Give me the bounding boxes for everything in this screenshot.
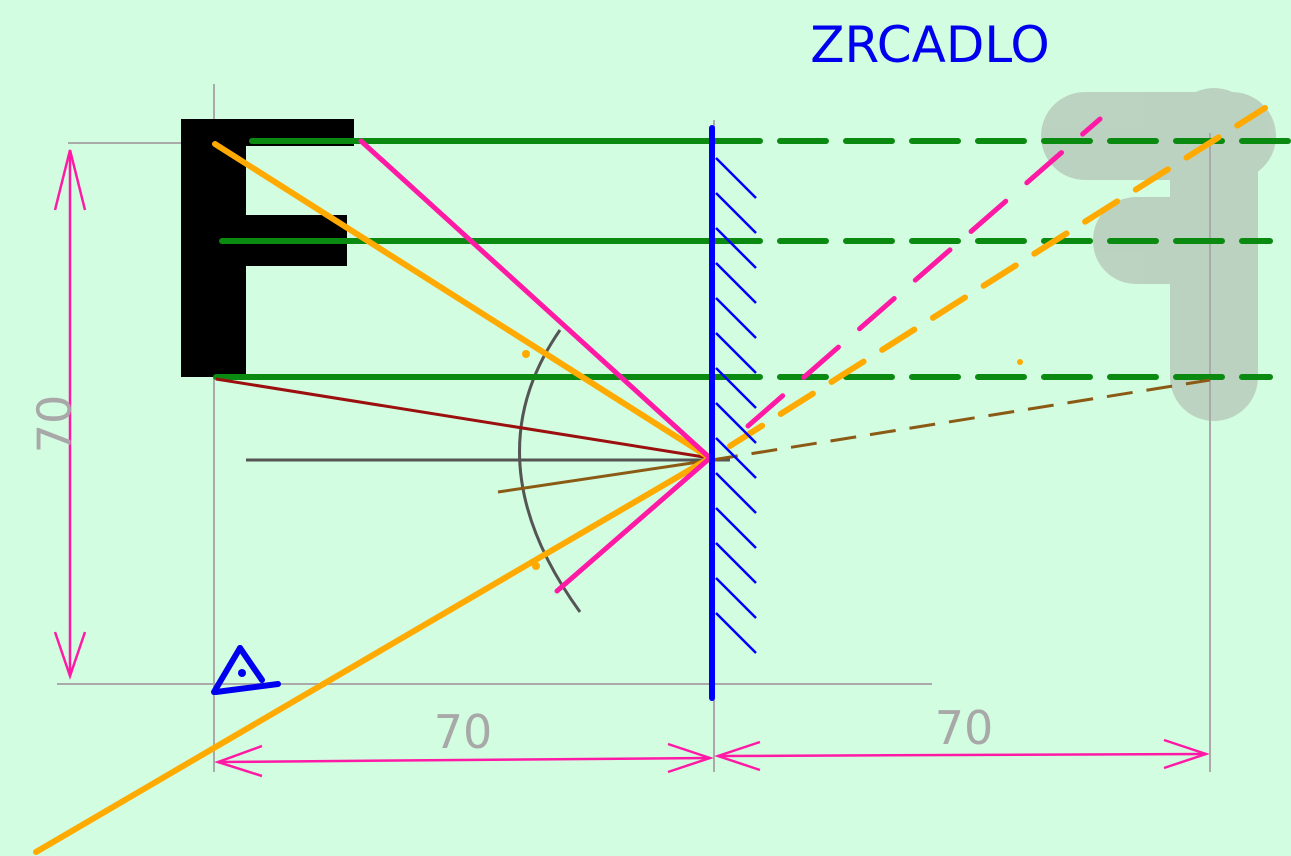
mirror-hatch-stroke bbox=[715, 542, 757, 584]
orange-reflected-ray bbox=[33, 455, 713, 855]
eye-icon bbox=[211, 645, 281, 695]
angle-arc bbox=[518, 329, 582, 613]
mirror-hatch-stroke bbox=[715, 192, 757, 234]
dimension-lines bbox=[53, 149, 1210, 778]
brown-reflected-ray bbox=[497, 458, 713, 494]
mirror-hatch-stroke bbox=[715, 332, 757, 374]
eye-line-bottom bbox=[213, 681, 281, 695]
image-distance-arrow-right bbox=[1163, 738, 1210, 770]
mirror-hatch-stroke bbox=[715, 612, 757, 654]
object-height-label: 70 bbox=[28, 395, 82, 454]
magenta-rays bbox=[358, 116, 1103, 594]
object-distance-arrow-left bbox=[214, 744, 263, 778]
mirror-hatch-stroke bbox=[715, 367, 757, 409]
vertical-dimension-arrow-bottom bbox=[53, 631, 87, 680]
dark-red-incident-ray bbox=[215, 377, 711, 460]
mirror-hatch-stroke bbox=[715, 227, 757, 269]
mirror-hatch-stroke bbox=[715, 402, 757, 444]
brown-virtual-ray bbox=[711, 378, 1211, 462]
mirror-hatch-stroke bbox=[715, 297, 757, 339]
title-zrcadlo: ZRCADLO bbox=[810, 16, 1050, 74]
magenta-reflected-ray bbox=[554, 455, 713, 594]
mirror bbox=[709, 125, 757, 701]
letter-f-object bbox=[181, 119, 354, 377]
magenta-incident-ray bbox=[358, 138, 713, 461]
mirror-hatch-stroke bbox=[715, 262, 757, 304]
object-distance-label: 70 bbox=[434, 705, 493, 759]
mirror-hatch-stroke bbox=[715, 437, 757, 479]
orange-point-marker bbox=[1017, 359, 1023, 365]
magenta-virtual-ray bbox=[745, 116, 1103, 429]
orange-incident-ray bbox=[212, 141, 713, 461]
orange-angle-marker-top bbox=[522, 350, 530, 358]
mirror-hatch-stroke bbox=[715, 507, 757, 549]
image-distance-label: 70 bbox=[935, 701, 994, 755]
object-distance-line bbox=[217, 756, 711, 764]
eye-line-right bbox=[237, 645, 265, 683]
vertical-dimension-arrow-top bbox=[53, 149, 87, 211]
orange-virtual-ray bbox=[727, 105, 1268, 449]
orange-rays bbox=[33, 105, 1268, 855]
orange-angle-marker-bottom bbox=[532, 562, 540, 570]
angle-construction bbox=[246, 329, 730, 613]
mirror-hatch-stroke bbox=[715, 157, 757, 199]
image-distance-line bbox=[717, 752, 1207, 758]
eye-pupil bbox=[238, 669, 246, 677]
mirror-hatch-stroke bbox=[715, 577, 757, 619]
image-distance-arrow-left bbox=[714, 740, 761, 772]
brown-rays bbox=[497, 378, 1211, 494]
virtual-image-f bbox=[1041, 88, 1276, 421]
mirror-hatch-stroke bbox=[715, 472, 757, 514]
object-distance-arrow-right bbox=[667, 742, 714, 774]
mirror-hatching bbox=[715, 157, 757, 654]
eye-line-left bbox=[211, 645, 243, 695]
